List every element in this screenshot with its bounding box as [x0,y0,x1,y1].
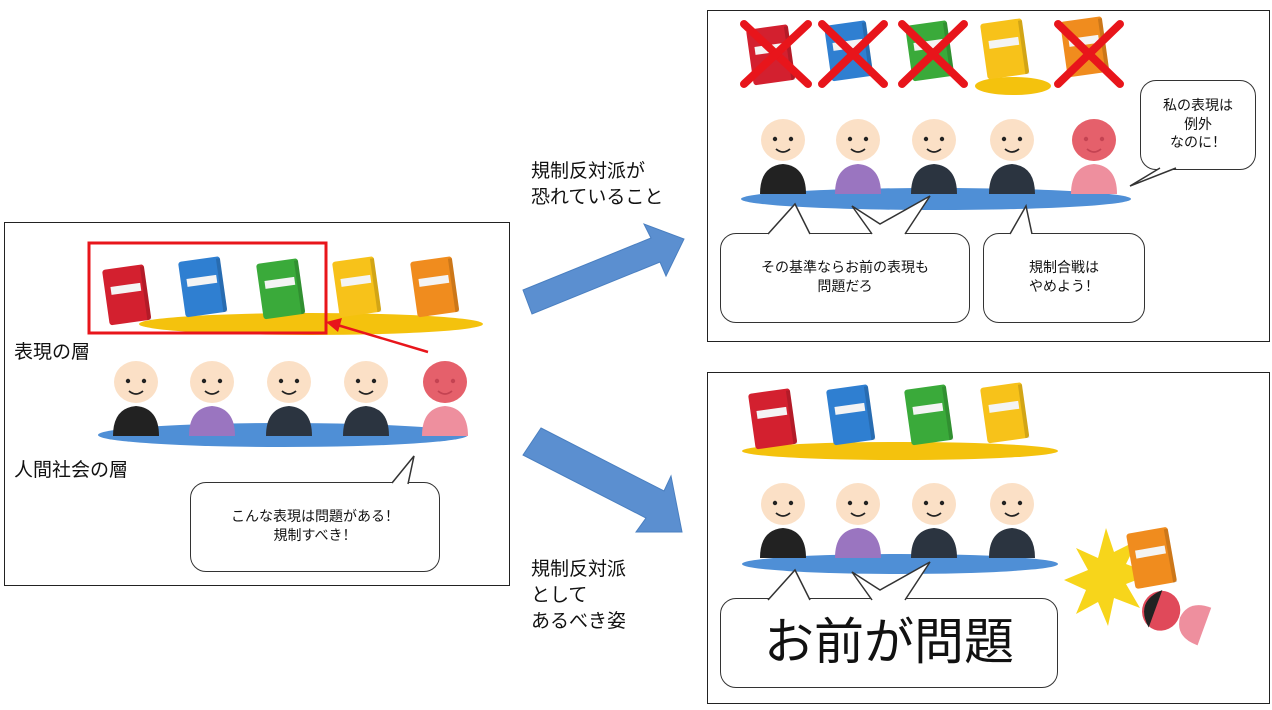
big-bubble-text: お前が問題 [764,613,1014,672]
bubble-standard: その基準ならお前の表現も 問題だろ [720,233,970,323]
bubble-exception-text: 私の表現は 例外 なのに！ [1163,97,1233,152]
bubble-stop-text: 規制合戦は やめよう！ [1029,260,1099,295]
bubble-stop: 規制合戦は やめよう！ [983,233,1145,323]
bubble-exception: 私の表現は 例外 なのに！ [1140,80,1256,170]
left-speech-bubble-text: こんな表現は問題がある！ 規制すべき！ [231,509,399,544]
caption-ideal: 規制反対派 として あるべき姿 [531,558,627,632]
arrow-up-right [522,223,685,315]
left-speech-bubble: こんな表現は問題がある！ 規制すべき！ [190,482,440,572]
layer-society-label: 人間社会の層 [14,459,129,481]
caption-fear: 規制反対派が 恐れていること [531,160,664,208]
layer-expression-label: 表現の層 [14,341,91,363]
arrow-down-right [522,427,683,533]
bubble-standard-text: その基準ならお前の表現も 問題だろ [761,260,929,295]
big-bubble: お前が問題 [720,598,1058,688]
